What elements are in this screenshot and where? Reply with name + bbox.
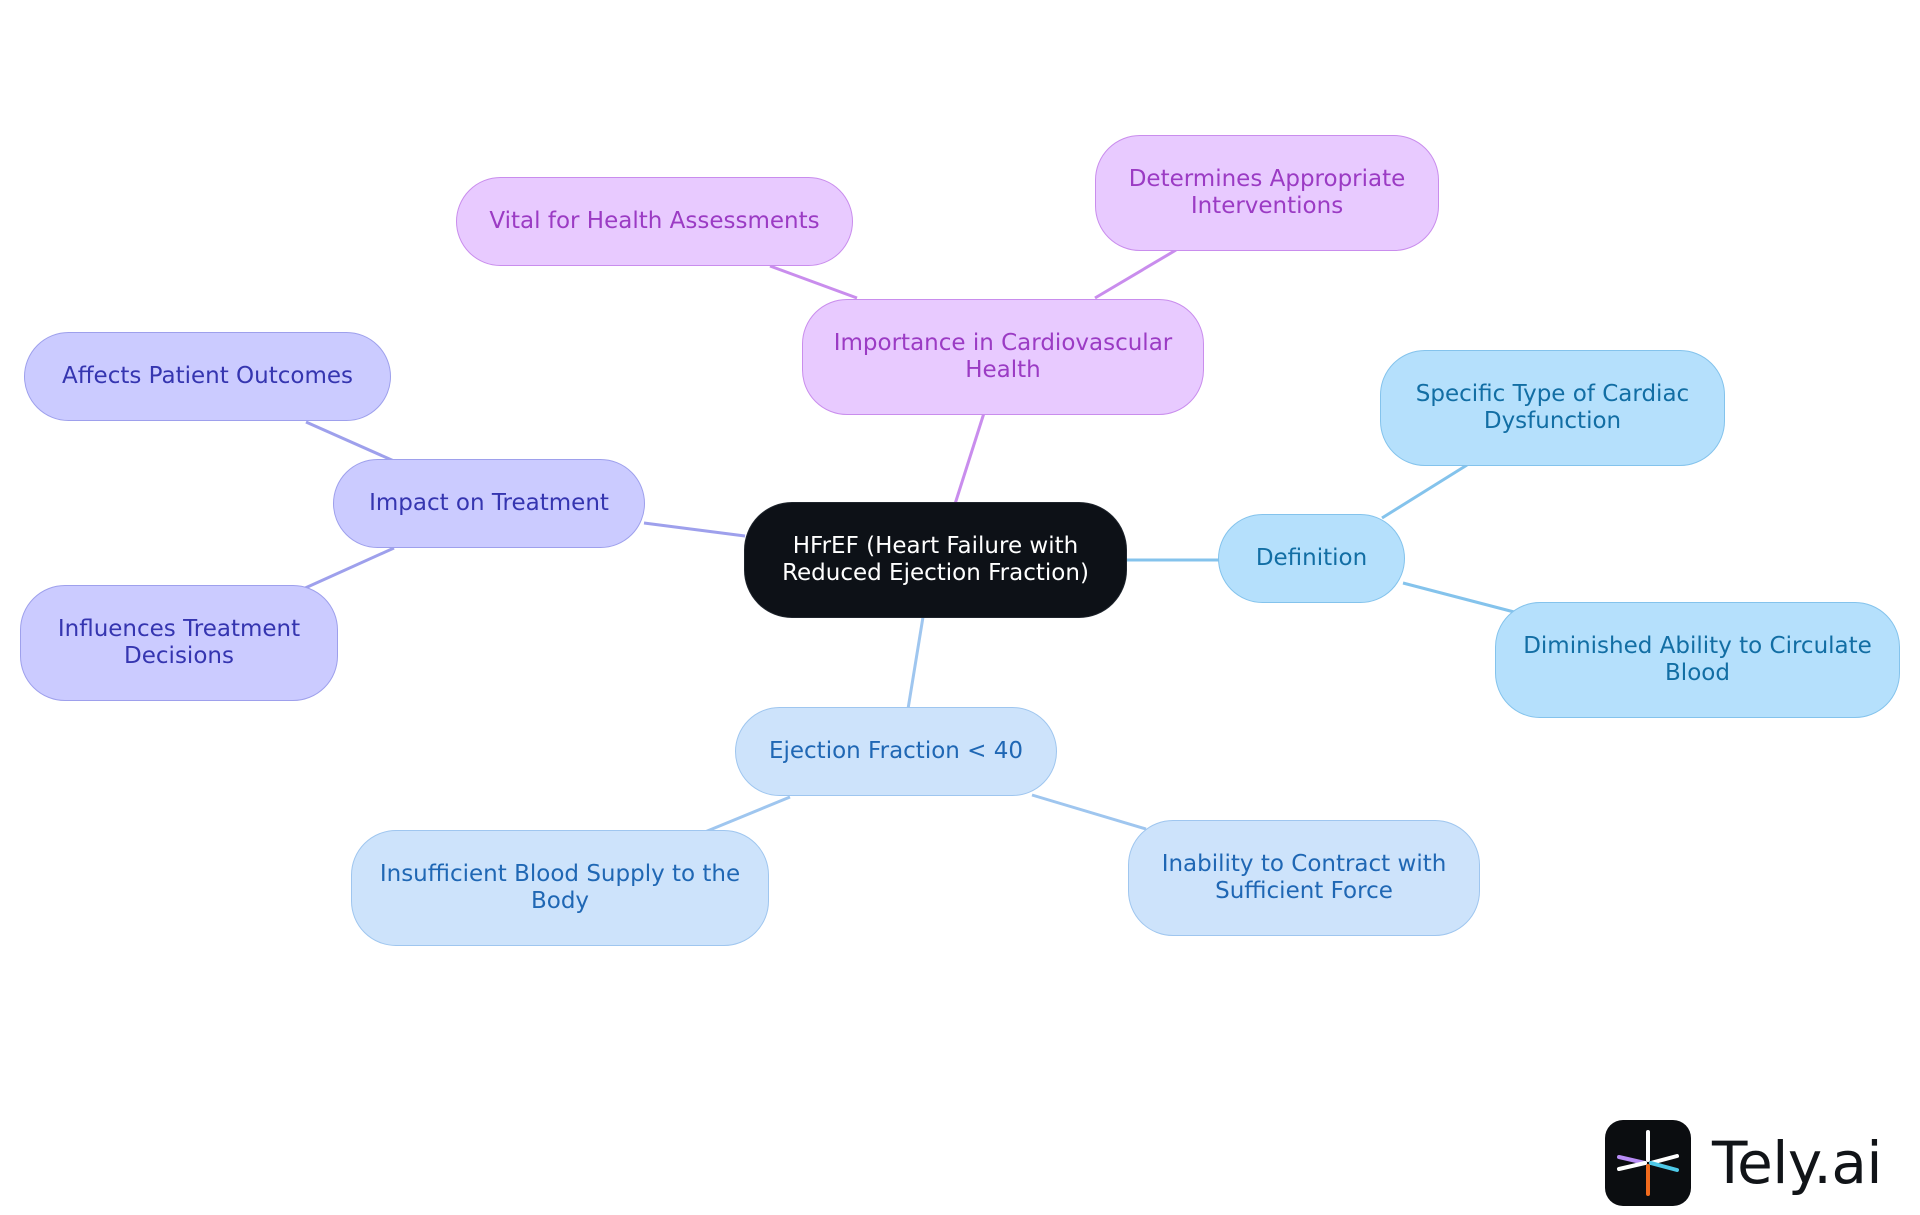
tely-wordmark: Tely.ai xyxy=(1712,1129,1883,1197)
node-impact-label: Impact on Treatment xyxy=(369,490,609,516)
node-ejection[interactable]: Ejection Fraction < 40 xyxy=(735,707,1057,796)
edge-impact-affects xyxy=(305,420,395,463)
tely-asterisk-icon xyxy=(1605,1120,1691,1206)
node-ejection-label: Ejection Fraction < 40 xyxy=(768,738,1024,764)
node-specific-label: Specific Type of Cardiac Dysfunction xyxy=(1415,381,1690,434)
edge-root-ejection xyxy=(906,616,925,710)
node-influences-label: Influences Treatment Decisions xyxy=(57,616,301,669)
node-inability-label: Inability to Contract with Sufficient Fo… xyxy=(1161,851,1447,904)
node-determines-label: Determines Appropriate Interventions xyxy=(1128,166,1406,219)
root-node-label: HFrEF (Heart Failure with Reduced Ejecti… xyxy=(782,533,1089,586)
node-vital-label: Vital for Health Assessments xyxy=(489,208,820,234)
node-diminished[interactable]: Diminished Ability to Circulate Blood xyxy=(1495,602,1900,718)
node-importance-label: Importance in Cardiovascular Health xyxy=(833,330,1173,383)
edge-importance-vital xyxy=(769,264,858,300)
edge-importance-determines xyxy=(1094,248,1177,300)
node-definition-label: Definition xyxy=(1255,545,1368,571)
node-definition[interactable]: Definition xyxy=(1218,514,1405,603)
node-affects[interactable]: Affects Patient Outcomes xyxy=(24,332,391,421)
node-insufficient-label: Insufficient Blood Supply to the Body xyxy=(379,861,741,914)
node-importance[interactable]: Importance in Cardiovascular Health xyxy=(802,299,1204,415)
root-node[interactable]: HFrEF (Heart Failure with Reduced Ejecti… xyxy=(744,502,1127,618)
tely-logo: Tely.ai xyxy=(1605,1120,1895,1206)
node-vital[interactable]: Vital for Health Assessments xyxy=(456,177,853,266)
edge-impact-influences xyxy=(302,546,395,591)
node-insufficient[interactable]: Insufficient Blood Supply to the Body xyxy=(351,830,769,946)
node-affects-label: Affects Patient Outcomes xyxy=(61,363,354,389)
node-specific[interactable]: Specific Type of Cardiac Dysfunction xyxy=(1380,350,1725,466)
edge-definition-diminished xyxy=(1402,581,1519,615)
edge-ejection-inability xyxy=(1031,793,1147,831)
edge-root-impact xyxy=(643,521,746,538)
edge-ejection-insufficient xyxy=(699,795,791,836)
edge-root-importance xyxy=(953,412,986,505)
edge-definition-specific xyxy=(1381,463,1468,520)
node-influences[interactable]: Influences Treatment Decisions xyxy=(20,585,338,701)
node-diminished-label: Diminished Ability to Circulate Blood xyxy=(1523,633,1872,686)
node-impact[interactable]: Impact on Treatment xyxy=(333,459,645,548)
node-inability[interactable]: Inability to Contract with Sufficient Fo… xyxy=(1128,820,1480,936)
node-determines[interactable]: Determines Appropriate Interventions xyxy=(1095,135,1439,251)
